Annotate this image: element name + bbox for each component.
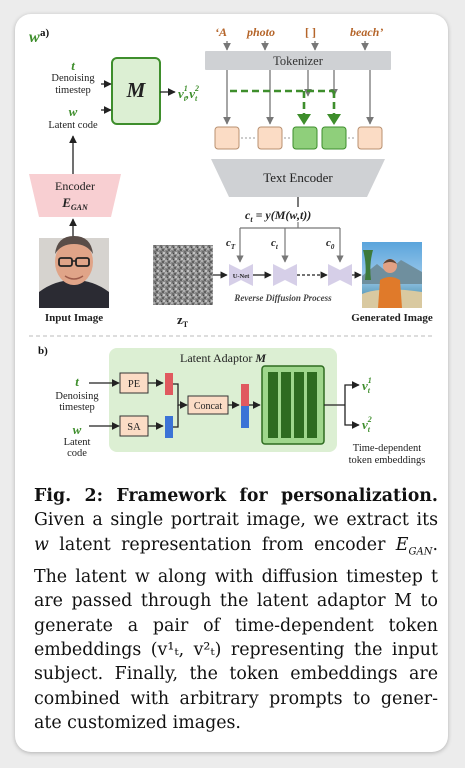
mlp-block — [261, 365, 325, 445]
text-encoder-label: Text Encoder — [263, 170, 333, 185]
b-input-t: t — [75, 374, 79, 389]
caption-line-5: to generate a pair of time-dependent tok… — [34, 591, 438, 636]
mapper-M-box — [111, 57, 161, 125]
sa-embedding — [165, 416, 173, 438]
token-box-1 — [214, 126, 240, 150]
denoising-label: Denoising — [51, 73, 95, 84]
timestep-label: timestep — [55, 85, 91, 96]
latent-adaptor-title: Latent Adaptor M — [180, 351, 266, 365]
c-0-label: c0 — [326, 237, 335, 251]
b-denoising-label: Denoising — [55, 391, 99, 402]
caption-line-7: subject. Finally, the token embeddings a… — [34, 664, 438, 685]
caption-line-4: t are passed through the latent adaptor … — [34, 566, 438, 612]
concat-embedding-bottom — [241, 406, 249, 428]
caption-line-2: w latent representation from encoder EGA… — [34, 534, 438, 558]
prompt-token-3: [ ] — [305, 25, 316, 39]
prompt-token-1: ‘A — [215, 25, 227, 39]
time-dependent-label: Time-dependent — [353, 443, 422, 454]
c-t-label: ct — [271, 237, 279, 251]
pe-label: PE — [128, 379, 140, 390]
token-box-2 — [257, 126, 283, 150]
pe-embedding — [165, 373, 173, 395]
concat-label: Concat — [194, 401, 223, 412]
unet-block-1 — [229, 264, 253, 286]
b-code-label: code — [67, 448, 87, 459]
mapper-M-label: M — [126, 78, 147, 102]
prompt-token-4: beach’ — [350, 25, 383, 39]
caption-line-1: Given a single portrait image, we extrac… — [34, 510, 438, 531]
gan-encoder-block — [29, 174, 121, 217]
token-embeddings-label: token embeddings — [349, 455, 426, 466]
unet-block-3 — [328, 264, 352, 286]
tokenizer-bar — [205, 51, 391, 70]
reverse-diffusion-label: Reverse Diffusion Process — [233, 293, 332, 303]
encoder-label: Encoder — [55, 179, 95, 193]
caption-line-8: combined with arbitrary prompts to gener… — [34, 688, 438, 709]
caption-title: Fig. 2: Framework for personalization. — [34, 486, 438, 506]
sa-label: SA — [127, 422, 141, 433]
figure-diagram: w a) ‘A photo [ ] beach’ Tokenizer M t D… — [29, 25, 435, 466]
token-box-v1 — [292, 126, 318, 150]
generated-image — [362, 242, 422, 308]
latent-code-label: Latent code — [48, 120, 98, 131]
prompt-token-2: photo — [246, 25, 275, 39]
zT-label: zT — [177, 312, 189, 329]
unet-label: U-Net — [233, 273, 250, 280]
token-box-v2 — [321, 126, 347, 150]
input-image-label: Input Image — [45, 312, 103, 324]
input-portrait-image — [39, 236, 109, 308]
caption-line-6: embeddings (v¹ₜ, v²ₜ) representing the i… — [34, 639, 438, 660]
input-w: w — [69, 104, 78, 119]
encoder-name: EGAN — [61, 195, 89, 212]
noise-latent-image — [153, 245, 213, 305]
b-input-w: w — [73, 422, 82, 437]
caption-line-9: ate customized images. — [34, 713, 241, 734]
panel-b-label: b) — [38, 345, 48, 357]
tokenizer-label: Tokenizer — [273, 54, 324, 68]
generated-image-label: Generated Image — [351, 312, 433, 324]
text-encoder-block — [211, 159, 385, 197]
b-timestep-label: timestep — [59, 402, 95, 413]
ct-equation: ct = y(M(w,t)) — [245, 208, 311, 224]
figure-caption: Fig. 2: Framework for personalization. G… — [34, 484, 438, 736]
token-box-5 — [357, 126, 383, 150]
logo-w: w — [29, 29, 40, 46]
c-T-label: cT — [226, 237, 236, 251]
panel-a-label: a) — [40, 27, 50, 39]
caption-line-3: The latent w along with diffusion timest… — [34, 566, 423, 587]
b-latent-label: Latent — [64, 437, 91, 448]
input-t: t — [71, 58, 75, 73]
unet-block-2 — [273, 264, 297, 286]
concat-embedding-top — [241, 384, 249, 406]
